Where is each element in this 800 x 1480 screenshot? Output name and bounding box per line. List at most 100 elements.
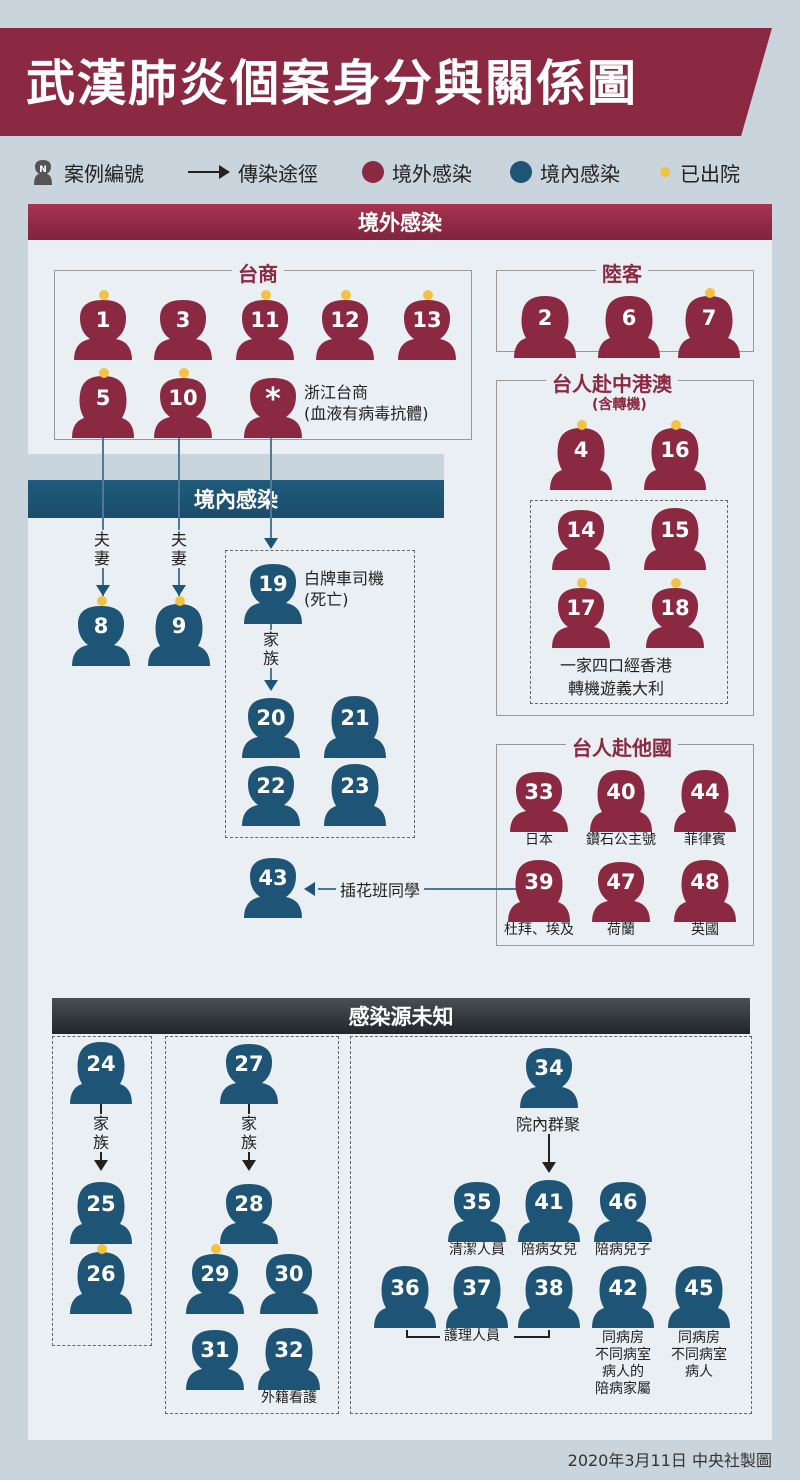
case-number: 41 [534, 1190, 564, 1214]
legend-imported: 境外感染 [362, 156, 472, 188]
case-label-33: 日本 [525, 832, 553, 848]
local-panel-bottom [28, 980, 772, 1440]
case-47: 47 [586, 858, 656, 922]
case-number: 16 [660, 438, 690, 462]
flower-class-note: 插花班同學 [336, 880, 425, 901]
case-number: 45 [684, 1276, 714, 1300]
case-12: 12 [310, 290, 380, 360]
person-icon [508, 860, 570, 922]
person-icon [448, 1182, 506, 1242]
case-zhejiang: * [238, 374, 308, 438]
discharged-dot [99, 290, 109, 300]
case-33: 33 [504, 768, 574, 832]
person-icon [446, 1266, 508, 1328]
case-label-39: 杜拜、埃及 [504, 922, 574, 938]
unknown-box-27 [165, 1036, 339, 1414]
taishang-title: 台商 [232, 258, 284, 287]
case-number: 31 [200, 1338, 230, 1362]
italy-family-box [530, 500, 728, 704]
arrow-icon [188, 165, 230, 179]
case-number: * [265, 382, 281, 417]
case-number: 30 [274, 1262, 304, 1286]
person-icon [220, 1044, 278, 1104]
case-number: 12 [330, 308, 360, 332]
legend-local: 境內感染 [510, 156, 620, 188]
legend-imported-label: 境外感染 [392, 161, 472, 186]
case-number: 21 [340, 706, 370, 730]
page-title: 武漢肺炎個案身分與關係圖 [26, 55, 639, 112]
spouse-label-1: 夫妻 [92, 530, 112, 568]
person-icon [70, 1252, 132, 1314]
case-number: 1 [95, 308, 111, 332]
case-label-42: 同病房 不同病室 病人的 陪病家屬 [595, 1330, 651, 1397]
legend-case-number-label: 案例編號 [64, 161, 144, 186]
case-48: 48 [670, 858, 740, 922]
person-icon [260, 1254, 318, 1314]
line-34-41 [548, 1134, 550, 1164]
case-14: 14 [546, 506, 616, 570]
case-37: 37 [442, 1264, 512, 1328]
title-banner [0, 28, 772, 136]
person-icon [154, 300, 212, 360]
discharged-dot [99, 368, 109, 378]
person-icon [72, 606, 130, 666]
person-icon [242, 698, 300, 758]
case-44: 44 [670, 768, 740, 832]
case-27: 27 [214, 1040, 284, 1104]
case-24: 24 [66, 1040, 136, 1104]
case-number: 11 [250, 308, 280, 332]
case-number: 29 [200, 1262, 230, 1286]
discharged-dot-icon [660, 167, 670, 177]
case-number: 25 [86, 1192, 116, 1216]
case-label-46: 陪病兒子 [595, 1242, 651, 1258]
case-number: 40 [606, 780, 636, 804]
arrowhead-9 [172, 585, 186, 596]
arrowhead-20 [264, 680, 278, 691]
case-18: 18 [640, 578, 710, 648]
person-icon [236, 300, 294, 360]
person-icon [72, 376, 134, 438]
case-7: 7 [674, 288, 744, 358]
family-label-27: 家族 [239, 1114, 259, 1152]
case-34: 34 [514, 1044, 584, 1108]
case-42: 42 [588, 1264, 658, 1328]
case-39: 39 [504, 858, 574, 922]
arrowhead-25 [94, 1160, 108, 1171]
person-icon [242, 766, 300, 826]
person-icon [324, 696, 386, 758]
legend-discharged-label: 已出院 [680, 161, 740, 186]
person-icon [518, 1266, 580, 1328]
local-dot-icon [510, 161, 532, 183]
case-number-icon: N [34, 160, 52, 185]
discharged-dot [97, 1244, 107, 1254]
case-number: 33 [524, 780, 554, 804]
bracket-left [406, 1330, 408, 1338]
case-23: 23 [320, 762, 390, 826]
discharged-dot [671, 578, 681, 588]
case-21: 21 [320, 694, 390, 758]
discharged-dot [577, 420, 587, 430]
person-icon [220, 1184, 278, 1244]
hospital-cluster-note: 院內群聚 [516, 1115, 581, 1134]
case-number: 44 [690, 780, 720, 804]
case-number: 7 [701, 306, 717, 330]
italy-family-note: 一家四口經香港轉機遊義大利 [560, 656, 673, 698]
case-26: 26 [66, 1244, 136, 1314]
case-number: 15 [660, 518, 690, 542]
case-number: 36 [390, 1276, 420, 1300]
case-number: 28 [234, 1192, 264, 1216]
spouse-label-2: 夫妻 [169, 530, 189, 568]
case-38: 38 [514, 1264, 584, 1328]
person-icon [74, 300, 132, 360]
case-6: 6 [594, 294, 664, 358]
case-number: 22 [256, 774, 286, 798]
case-41: 41 [514, 1178, 584, 1242]
case-1: 1 [68, 290, 138, 360]
case-number: 34 [534, 1056, 564, 1080]
discharged-dot [341, 290, 351, 300]
arrowhead-19 [264, 538, 278, 549]
case-number: 42 [608, 1276, 638, 1300]
legend-transmission-label: 傳染途徑 [238, 161, 318, 186]
discharged-dot [671, 420, 681, 430]
person-icon [592, 862, 650, 922]
